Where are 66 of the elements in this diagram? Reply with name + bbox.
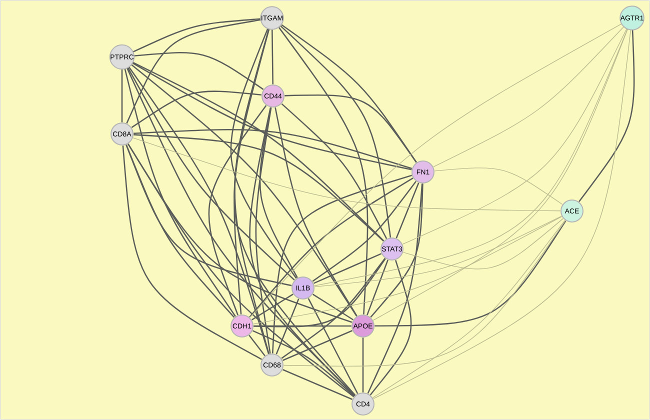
network-edge [126,144,235,318]
network-edge [274,107,358,316]
network-edge [124,68,236,317]
network-edge [230,28,297,279]
network-edge [126,144,292,286]
network-edge [126,19,261,124]
network-edge [134,129,412,170]
network-edge [366,260,388,316]
network-edge [312,294,354,320]
network-edge [281,24,417,163]
network-edge [250,23,622,318]
network-edge [313,253,382,284]
network-edge [312,180,416,282]
network-edge [434,168,563,205]
network-edge [283,220,566,366]
network-edge [373,29,632,400]
network-edge [280,25,392,238]
network-edge [372,28,628,321]
network-edge [249,107,356,396]
network-edge [370,184,424,318]
network-edge [132,18,260,53]
network-edge [370,260,412,396]
network-edge [132,62,384,242]
network-edge [578,30,635,202]
network-edge [254,258,386,328]
network-edge [132,62,412,170]
network-edge [252,330,355,397]
network-edge [396,182,420,238]
network-edge [121,68,123,122]
network-edge [134,134,384,242]
network-edge [249,178,414,318]
network-edge [367,184,423,394]
network-edge [276,298,300,354]
network-edge [402,28,628,245]
network-edge [372,220,566,398]
network-edge [128,144,352,323]
network-edge [308,298,358,394]
network-edge [128,144,354,398]
network-edge [281,103,388,239]
network-edge [402,218,564,270]
network-edge [132,137,561,212]
network-edge [134,52,264,90]
network-edge [127,66,295,281]
network-edge [282,330,352,361]
network-edge [248,334,266,356]
network-edge [208,105,267,316]
network-edge [362,338,364,392]
network-edge [272,174,412,354]
network-edge [122,146,262,360]
network-edge [272,30,274,84]
network-edge [282,369,352,400]
network-edge [253,216,562,324]
network-edge [255,107,272,354]
network-edge [131,90,262,128]
network-edge [252,294,294,320]
network-edge [284,94,417,163]
network-edge [433,26,624,168]
network-edge [254,325,352,327]
network-edge [281,258,386,359]
network-edge [374,220,566,327]
network-edge [234,29,356,396]
network-edge [314,216,562,288]
network-edge [314,28,628,286]
network-edge [278,27,368,314]
network-edge [128,66,270,354]
network-edge [130,64,358,317]
